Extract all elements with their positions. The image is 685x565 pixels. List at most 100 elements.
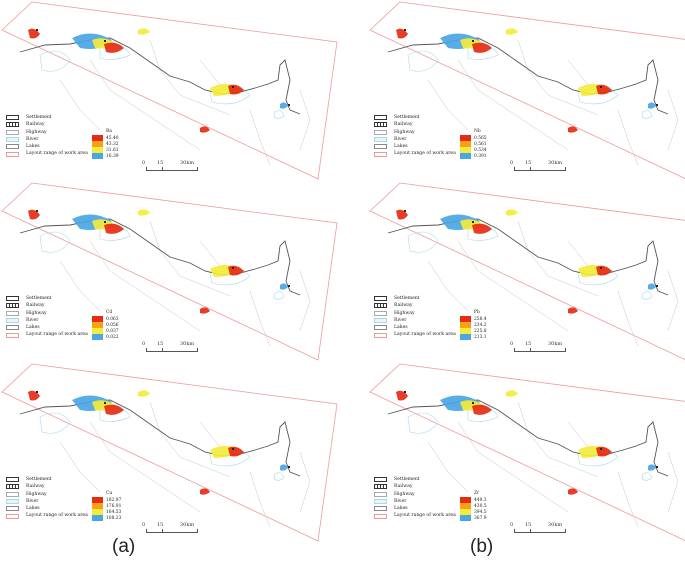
settlement-legend: Settlement: [6, 476, 88, 483]
settlement-marker: [656, 285, 658, 287]
work-area-boundary: [369, 182, 685, 360]
element-symbol: Ba: [106, 129, 112, 134]
highway-legend-label: Highway: [394, 129, 415, 135]
element-symbol: Pb: [474, 310, 480, 315]
railway-line: [19, 399, 301, 477]
lakes-legend: Lakes: [6, 324, 88, 331]
work-area-boundary: [369, 1, 685, 179]
anomaly-area: [104, 223, 124, 234]
highway-legend: Highway: [6, 129, 88, 136]
class-value: 225.8: [474, 328, 487, 334]
anomaly-area: [228, 446, 244, 457]
road-line: [59, 441, 101, 493]
work-area-legend-symbol: [374, 151, 387, 157]
lake-outline: [39, 412, 71, 434]
road-line: [149, 220, 231, 297]
lake-outline: [641, 291, 653, 300]
class-value: 45.40: [106, 135, 119, 141]
scale-line: [514, 529, 566, 533]
road-line: [617, 290, 639, 347]
railway-legend-symbol: [374, 303, 387, 309]
settlement-legend: Settlement: [374, 114, 456, 121]
class-row: 45.40: [92, 135, 119, 142]
class-swatch: [92, 503, 103, 510]
railway-legend-label: Railway: [394, 484, 413, 490]
river-legend-label: River: [26, 498, 39, 504]
settlement-marker: [600, 267, 602, 269]
road-line: [249, 471, 271, 528]
scale-line: [146, 167, 198, 171]
scale-tick-label: 0: [510, 160, 514, 166]
road-line: [149, 401, 231, 478]
settlement-legend-label: Settlement: [26, 477, 52, 482]
class-value: 394.5: [474, 509, 487, 515]
settlement-legend: Settlement: [6, 114, 88, 121]
anomaly-area: [472, 404, 492, 415]
highway-legend-symbol: [6, 129, 19, 135]
settlement-legend-label: Settlement: [394, 477, 420, 482]
work-area-legend-symbol: [374, 332, 387, 338]
class-row: 108.23: [92, 515, 121, 522]
anomaly-area: [568, 488, 578, 495]
class-row: 31.61: [92, 147, 119, 154]
lakes-legend-label: Lakes: [394, 144, 408, 150]
river-legend-symbol: [6, 318, 19, 324]
class-value: 213.1: [474, 334, 487, 340]
railway-legend-symbol: [6, 484, 19, 490]
class-value: 0.056: [106, 322, 119, 328]
river-legend-symbol: [6, 499, 19, 505]
settlement-legend-symbol: [6, 296, 19, 302]
class-value: 0.565: [474, 135, 487, 141]
anomaly-area: [506, 390, 518, 397]
railway-legend-label: Railway: [26, 484, 45, 490]
map-canvas: [369, 363, 685, 541]
scale-tick-label: 30km: [548, 160, 563, 166]
lakes-legend: Lakes: [374, 143, 456, 150]
class-value: 258.4: [474, 316, 487, 322]
river-legend-symbol: [374, 318, 387, 324]
lakes-legend-symbol: [6, 506, 19, 512]
settlement-legend: Settlement: [374, 476, 456, 483]
class-value: 182.97: [106, 497, 122, 503]
highway-legend-label: Highway: [26, 310, 47, 316]
lakes-legend-symbol: [6, 144, 19, 150]
river-legend: River: [6, 136, 88, 143]
anomaly-area: [568, 307, 578, 314]
anomaly-area: [472, 42, 492, 53]
scale-tick-label: 0: [142, 522, 146, 528]
class-value: 176.91: [106, 503, 122, 509]
class-row: 449.3: [460, 497, 487, 504]
anomaly-area: [396, 209, 408, 220]
lakes-legend-label: Lakes: [26, 506, 40, 512]
road-line: [299, 451, 311, 513]
scale-tick-label: 30km: [180, 522, 195, 528]
lakes-legend-symbol: [374, 144, 387, 150]
lakes-legend-label: Lakes: [26, 144, 40, 150]
highway-legend: Highway: [374, 491, 456, 498]
settlement-marker: [472, 402, 474, 404]
railway-legend: Railway: [374, 483, 456, 490]
lake-outline: [39, 50, 71, 72]
highway-legend: Highway: [374, 129, 456, 136]
anomaly-area: [596, 265, 612, 276]
lake-outline: [273, 110, 285, 119]
highway-legend-symbol: [374, 491, 387, 497]
settlement-marker: [472, 221, 474, 223]
class-row: 394.5: [460, 509, 487, 516]
class-value: 449.3: [474, 497, 487, 503]
scale-tick-label: 0: [142, 160, 146, 166]
element-symbol: Cu: [106, 491, 113, 496]
lake-outline: [407, 412, 439, 434]
class-swatch: [460, 334, 471, 341]
settlement-legend-label: Settlement: [394, 296, 420, 301]
class-swatch: [460, 153, 471, 160]
railway-legend: Railway: [6, 483, 88, 490]
